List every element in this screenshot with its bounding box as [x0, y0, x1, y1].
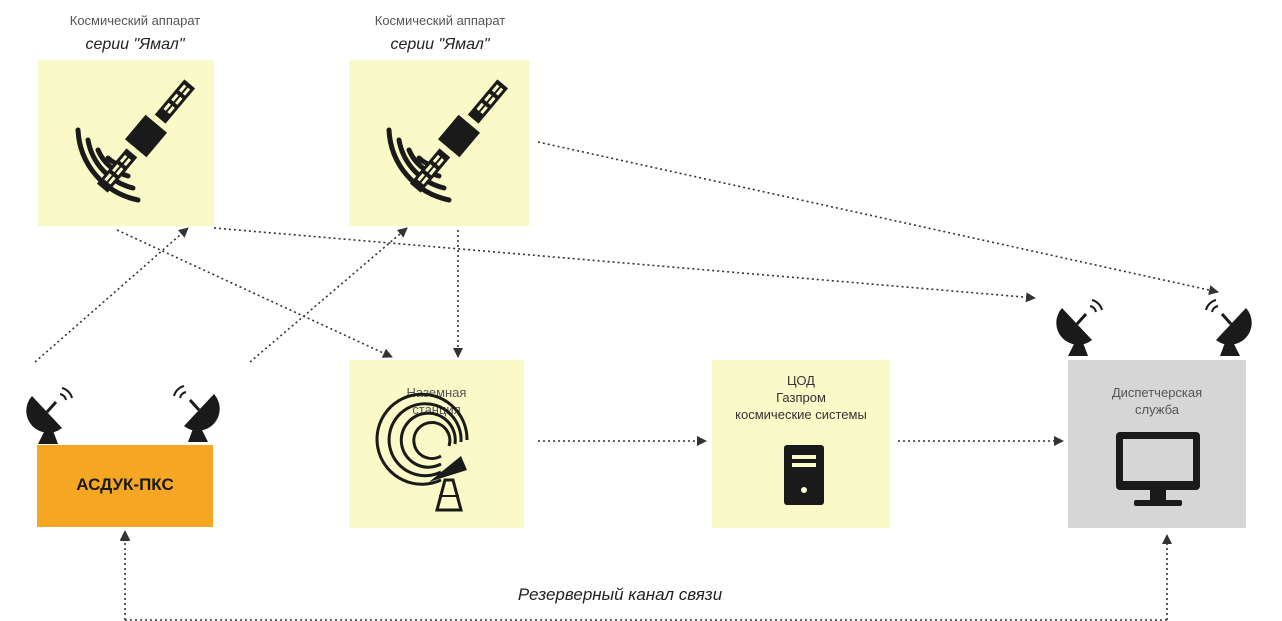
satellite-2-box — [349, 60, 529, 226]
satellite-2-caption: Космический аппарат — [374, 13, 506, 28]
backup-channel-label: Резерверный канал связи — [517, 585, 723, 604]
dispatch-box: Диспетчерская служба — [1068, 360, 1246, 528]
dispatch-dish-right-icon — [1204, 298, 1254, 358]
sat2-to-dispatch-arrow — [537, 141, 1219, 295]
satellite-1-series: серии "Ямал" — [85, 36, 185, 53]
monitor-icon — [1116, 432, 1200, 506]
satellite-1-box — [38, 60, 214, 226]
data-center-label-2: Газпром — [776, 390, 826, 405]
dispatch-label-1: Диспетчерская — [1111, 385, 1203, 400]
sat1-to-dispatch-arrow — [213, 227, 1036, 303]
server-icon — [784, 445, 824, 505]
data-center-label-1: ЦОД — [787, 373, 815, 388]
uplink-arrow-2 — [249, 227, 408, 363]
asduk-dish-right-icon — [172, 384, 222, 444]
data-center-box: ЦОД Газпром космические системы — [712, 360, 890, 528]
asduk-dish-left-icon — [24, 386, 74, 446]
asduk-pks-label: АСДУК-ПКС — [76, 475, 174, 494]
satellite-2-series: серии "Ямал" — [390, 36, 490, 53]
dispatch-dish-left-icon — [1054, 298, 1104, 358]
satellite-icon — [386, 79, 509, 203]
ground-station-box: Наземная станция — [349, 360, 524, 528]
satellite-1-caption: Космический аппарат — [69, 13, 201, 28]
uplink-arrow-1 — [34, 227, 189, 363]
asduk-pks-box: АСДУК-ПКС — [37, 445, 213, 527]
ground-antenna-icon — [375, 392, 469, 512]
ground-station-label-1: Наземная — [406, 385, 467, 400]
dispatch-label-2: служба — [1135, 402, 1179, 417]
backup-arrow-head — [120, 530, 130, 540]
sat1-to-ground-arrow — [116, 229, 393, 358]
data-center-label-3: космические системы — [735, 407, 867, 422]
satellite-icon — [75, 79, 196, 203]
